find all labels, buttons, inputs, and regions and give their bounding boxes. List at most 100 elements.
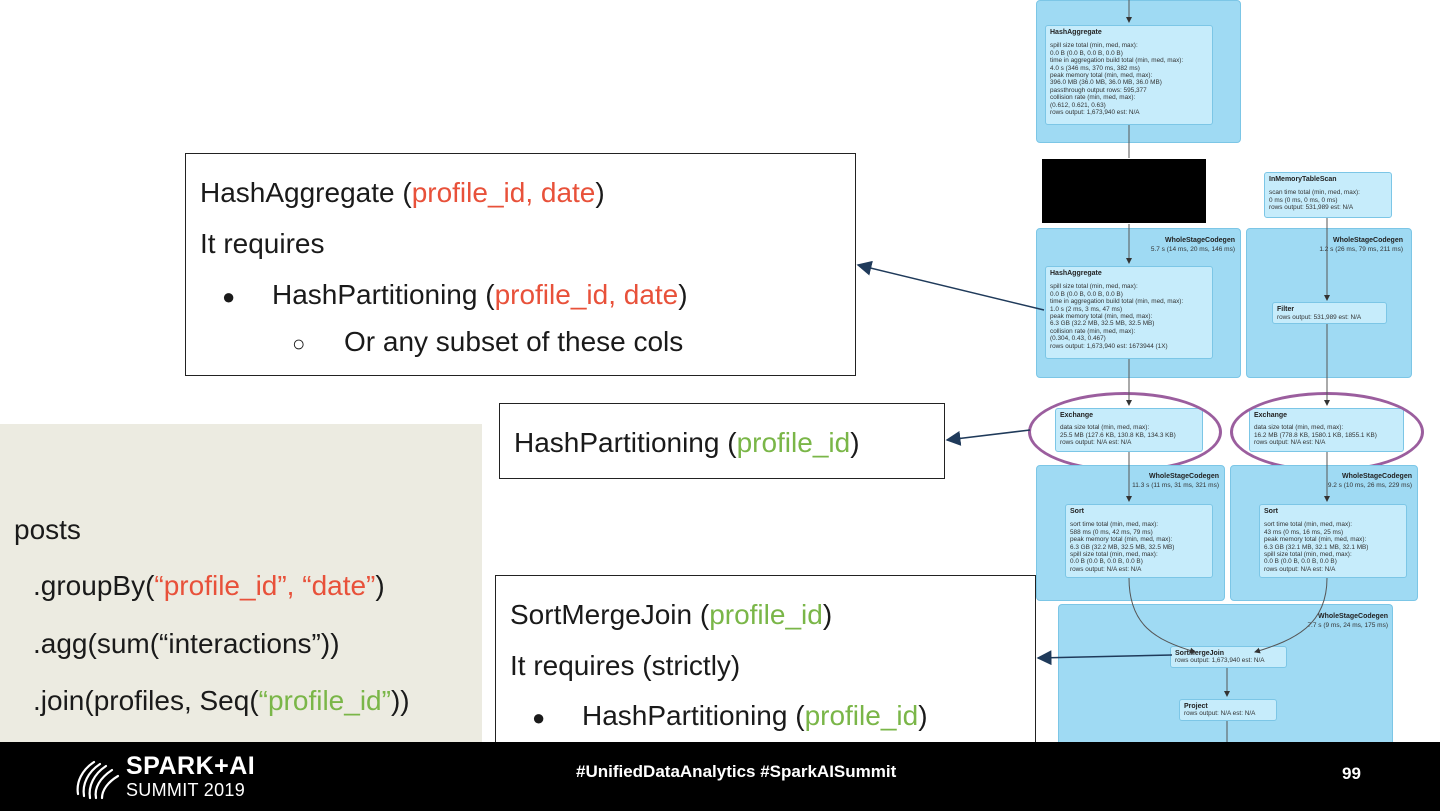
node-sort-right: Sort sort time total (min, med, max): 43… [1259, 504, 1407, 578]
code-args: “profile_id” [258, 685, 391, 716]
node-inmemorytablescan: InMemoryTableScan scan time total (min, … [1264, 172, 1392, 218]
node-title: Filter [1277, 306, 1295, 313]
code-line-1: posts [14, 514, 81, 545]
node-metric: (0.612, 0.621, 0.63) [1050, 101, 1106, 109]
edge [1128, 577, 1196, 654]
node-metric: peak memory total (min, med, max): [1070, 536, 1173, 544]
node-metric: 6.3 GB (32.1 MB, 32.1 MB, 32.1 MB) [1264, 543, 1369, 551]
bullet-icon: ● [532, 705, 546, 730]
node-metric: 0.0 B (0.0 B, 0.0 B, 0.0 B) [1070, 558, 1143, 566]
node-metric: (0.304, 0.43, 0.467) [1050, 335, 1106, 343]
callout-sub-bullet: Or any subset of these cols [344, 326, 684, 357]
plan-edges [1126, 0, 1330, 745]
node-metric: peak memory total (min, med, max): [1264, 536, 1367, 544]
node-metric: peak memory total (min, med, max): [1050, 313, 1153, 321]
callout-sortmergejoin: SortMergeJoin (profile_id) It requires (… [495, 575, 1036, 745]
stage-duration: 5.7 s (14 ms, 20 ms, 146 ms) [1150, 246, 1235, 253]
stage-duration: 11.3 s (11 ms, 31 ms, 321 ms) [1132, 482, 1219, 489]
node-metric: 396.0 MB (36.0 MB, 36.0 MB, 36.0 MB) [1050, 79, 1162, 87]
code-line-4: .join(profiles, Seq(“profile_id”)) [33, 685, 410, 717]
node-metric: rows output: 531,989 est: N/A [1277, 314, 1362, 322]
node-metric: spill size total (min, med, max): [1050, 42, 1138, 50]
node-title: HashAggregate [1050, 270, 1102, 277]
node-project: Project rows output: N/A est: N/A [1179, 699, 1277, 721]
callout-title: SortMergeJoin (profile_id) [510, 599, 832, 631]
code-args: “profile_id”, “date” [154, 570, 376, 601]
node-metric: spill size total (min, med, max): [1070, 551, 1158, 559]
callout-title: HashAggregate (profile_id, date) [200, 177, 605, 209]
node-metric: 4.0 s (346 ms, 370 ms, 382 ms) [1050, 64, 1140, 72]
stage-duration: 1.2 s (26 ms, 79 ms, 211 ms) [1319, 246, 1403, 253]
sub-bullet-icon: ○ [292, 331, 306, 356]
node-metric: rows output: N/A est: N/A [1184, 710, 1256, 718]
logo-subtitle: SUMMIT 2019 [126, 780, 246, 800]
bullet-text: HashPartitioning ( [272, 279, 495, 310]
code-text: ) [375, 570, 385, 601]
node-hashaggregate-final: HashAggregate spill size total (min, med… [1045, 25, 1213, 125]
title-close: ) [822, 599, 833, 630]
bullet-close: ) [678, 279, 688, 310]
stage-title: WholeStageCodegen [1164, 237, 1235, 244]
code-text: )) [390, 685, 410, 716]
node-title: InMemoryTableScan [1269, 176, 1337, 183]
callout-hashaggregate: HashAggregate (profile_id, date) It requ… [185, 153, 856, 376]
code-text: .groupBy( [33, 570, 155, 601]
node-metric: collision rate (min, med, max): [1050, 327, 1136, 335]
query-plan-diagram: HashAggregate spill size total (min, med… [1005, 0, 1440, 745]
footer-hashtags: #UnifiedDataAnalytics #SparkAISummit [576, 762, 897, 781]
stage-title: WholeStageCodegen [1341, 473, 1412, 480]
title-close: ) [595, 177, 605, 208]
stage-join [1058, 604, 1393, 745]
stage-title: WholeStageCodegen [1317, 613, 1388, 620]
node-metric: 6.3 GB (32.2 MB, 32.5 MB, 32.5 MB) [1070, 543, 1175, 551]
node-metric: rows output: 1,673,940 est: N/A [1050, 109, 1140, 117]
redacted-block [1042, 159, 1206, 223]
node-metric: rows output: 531,989 est: N/A [1269, 204, 1354, 212]
title-columns: profile_id [736, 427, 851, 458]
stage-title: WholeStageCodegen [1148, 473, 1219, 480]
code-line-2: .groupBy(“profile_id”, “date”) [33, 570, 385, 602]
node-metric: 6.3 GB (32.2 MB, 32.5 MB, 32.5 MB) [1050, 320, 1155, 328]
node-metric: sort time total (min, med, max): [1264, 521, 1353, 529]
node-metric: peak memory total (min, med, max): [1050, 72, 1153, 80]
node-metric: 0 ms (0 ms, 0 ms, 0 ms) [1269, 196, 1338, 204]
node-metric: rows output: N/A est: N/A [1070, 565, 1142, 573]
callout-hashpartitioning: HashPartitioning (profile_id) [499, 403, 945, 479]
bullet-columns: profile_id, date [494, 279, 679, 310]
node-metric: 43 ms (0 ms, 16 ms, 25 ms) [1264, 528, 1344, 536]
callout-requires: It requires [200, 228, 325, 259]
node-title: Sort [1264, 508, 1278, 515]
slide-page-number: 99 [1342, 764, 1361, 783]
node-metric: scan time total (min, med, max): [1269, 189, 1360, 197]
stage-duration: 9.2 s (10 ms, 26 ms, 229 ms) [1327, 482, 1412, 489]
bullet-columns: profile_id [804, 700, 919, 731]
code-snippet-panel: posts .groupBy(“profile_id”, “date”) .ag… [0, 424, 482, 744]
bullet-icon: ● [222, 284, 236, 309]
node-metric: passthrough output rows: 595,377 [1050, 86, 1147, 94]
callout-title: HashPartitioning (profile_id) [514, 427, 860, 459]
node-metric: 0.0 B (0.0 B, 0.0 B, 0.0 B) [1264, 558, 1337, 566]
node-metric: 0.0 B (0.0 B, 0.0 B, 0.0 B) [1050, 49, 1123, 57]
node-metric: time in aggregation build total (min, me… [1050, 57, 1184, 65]
code-line-3: .agg(sum(“interactions”)) [33, 628, 340, 659]
callout-bullet: HashPartitioning (profile_id, date) [272, 279, 688, 311]
title-text: HashAggregate ( [200, 177, 412, 208]
node-metric: rows output: N/A est: N/A [1264, 565, 1336, 573]
title-text: SortMergeJoin ( [510, 599, 710, 630]
node-title: Project [1184, 703, 1208, 710]
spark-summit-logo-icon [76, 760, 120, 800]
node-sort-left: Sort sort time total (min, med, max): 58… [1065, 504, 1213, 578]
node-metric: rows output: 1,673,940 est: N/A [1175, 657, 1265, 665]
node-metric: 588 ms (0 ms, 42 ms, 79 ms) [1070, 528, 1153, 536]
bullet-text: HashPartitioning ( [582, 700, 805, 731]
node-metric: 1.0 s (2 ms, 3 ms, 47 ms) [1050, 305, 1123, 313]
stage-title: WholeStageCodegen [1332, 237, 1403, 244]
code-text: .join(profiles, Seq( [33, 685, 259, 716]
logo-wordmark: SPARK+AI [126, 752, 256, 780]
edge [1254, 577, 1328, 654]
callout-requires: It requires (strictly) [510, 650, 741, 681]
node-metric: sort time total (min, med, max): [1070, 521, 1159, 529]
title-columns: profile_id [709, 599, 823, 630]
node-metric: time in aggregation build total (min, me… [1050, 298, 1184, 306]
node-title: HashAggregate [1050, 29, 1102, 36]
